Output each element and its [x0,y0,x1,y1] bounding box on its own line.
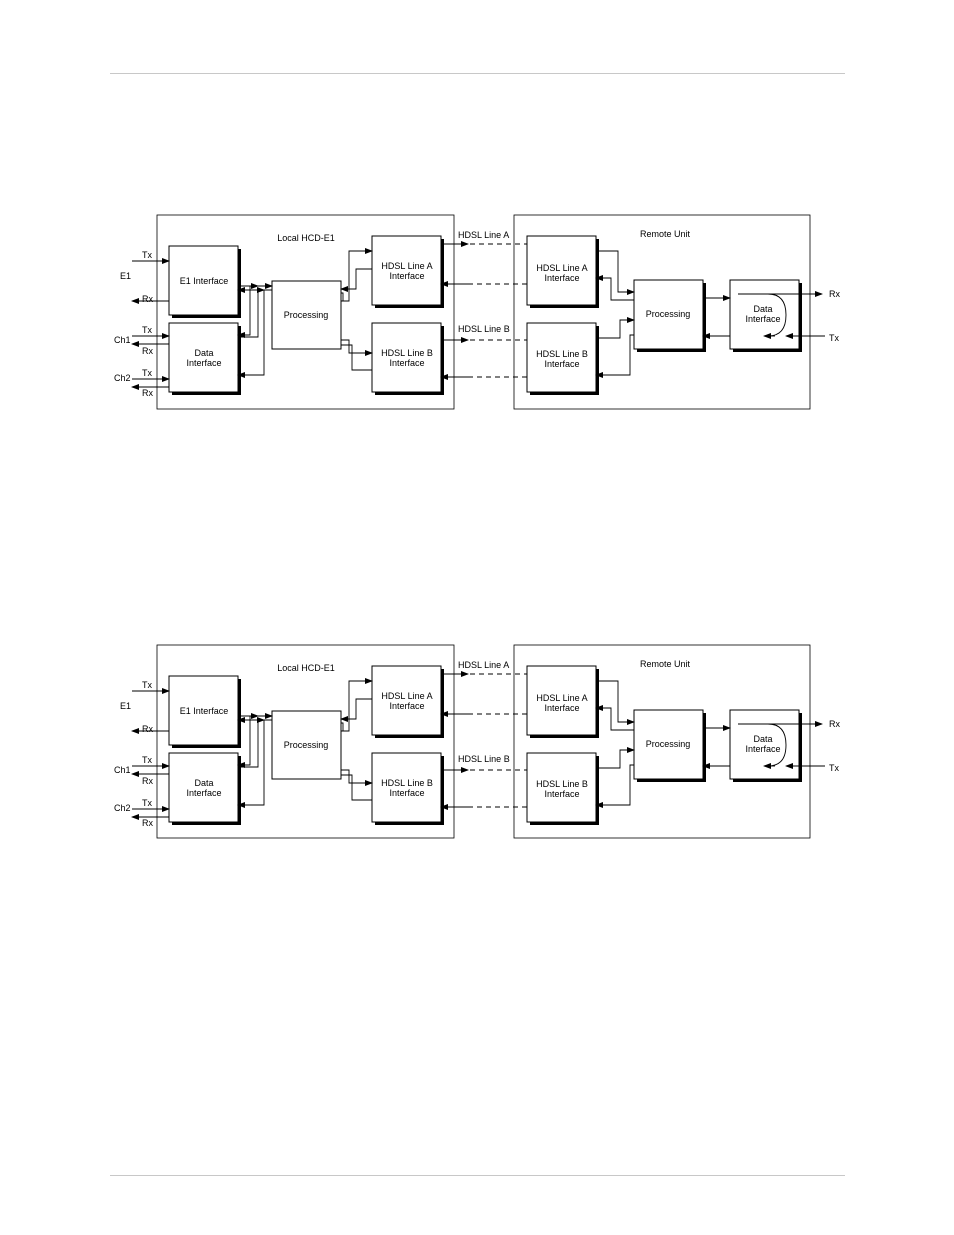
e1-interface-block: E1 Interface [168,675,241,748]
remote-hdsl-a-label-line2: Interface [544,703,579,713]
local-hdsl-b-label-line1: HDSL Line B [381,348,433,358]
e1-interface-block: E1 Interface [168,245,241,318]
ch1-port-label: Ch1 [114,765,131,775]
loopback-diagram-2: Local HCD-E1 Remote Unit E1 Interface Da… [114,644,840,839]
remote-data-interface-label-line1: Data [753,304,772,314]
ch1-tx-label: Tx [142,755,152,765]
local-internal-wiring [237,678,373,808]
ch1-port-label: Ch1 [114,335,131,345]
remote-hdsl-b-label-line1: HDSL Line B [536,349,588,359]
ch2-port-label: Ch2 [114,803,131,813]
remote-hdsl-b-label-line2: Interface [544,789,579,799]
local-unit-title: Local HCD-E1 [277,663,335,673]
remote-data-interface-block: Data Interface [729,279,802,352]
data-interface-label-line2: Interface [186,788,221,798]
e1-rx-label: Rx [142,294,153,304]
hdsl-line-a-label: HDSL Line A [458,660,509,670]
ch2-port-label: Ch2 [114,373,131,383]
local-hdsl-b-label-line2: Interface [389,358,424,368]
remote-tx-label: Tx [829,333,839,343]
remote-tx-label: Tx [829,763,839,773]
remote-data-interface-label-line2: Interface [745,314,780,324]
e1-interface-label: E1 Interface [180,706,229,716]
hdsl-line-b-label: HDSL Line B [458,324,510,334]
data-interface-label-line2: Interface [186,358,221,368]
e1-port-label: E1 [120,701,131,711]
remote-hdsl-a-block: HDSL Line A Interface [526,235,599,308]
remote-unit-title: Remote Unit [640,659,691,669]
data-interface-label-line1: Data [194,348,213,358]
loopback-diagram-1: Local HCD-E1 Remote Unit E1 Interface Da… [114,214,840,410]
remote-unit-title: Remote Unit [640,229,691,239]
local-unit-title: Local HCD-E1 [277,233,335,243]
local-processing-label: Processing [284,740,329,750]
remote-loopback-path [738,291,825,339]
remote-hdsl-b-block: HDSL Line B Interface [526,322,599,395]
remote-data-interface-block: Data Interface [729,709,802,782]
remote-loopback-path [738,721,825,769]
local-hdsl-a-label-line2: Interface [389,701,424,711]
footer-rule [110,1175,845,1176]
local-hdsl-b-block: HDSL Line B Interface [371,752,444,825]
data-interface-block: Data Interface [168,752,241,825]
local-hdsl-a-label-line1: HDSL Line A [381,261,432,271]
remote-processing-block: Processing [633,279,706,352]
remote-processing-label: Processing [646,739,691,749]
local-hdsl-b-block: HDSL Line B Interface [371,322,444,395]
local-processing-block: Processing [271,710,342,780]
ch1-rx-label: Rx [142,776,153,786]
remote-unit-frame [513,644,811,839]
local-unit-frame [156,644,455,839]
local-hdsl-a-block: HDSL Line A Interface [371,235,444,308]
remote-hdsl-b-label-line2: Interface [544,359,579,369]
e1-tx-label: Tx [142,250,152,260]
local-hdsl-a-label-line1: HDSL Line A [381,691,432,701]
local-hdsl-a-label-line2: Interface [389,271,424,281]
local-processing-block: Processing [271,280,342,350]
remote-rx-label: Rx [829,289,840,299]
remote-hdsl-a-label-line1: HDSL Line A [536,693,587,703]
local-internal-wiring [237,248,373,378]
ch2-tx-label: Tx [142,368,152,378]
e1-port-label: E1 [120,271,131,281]
remote-hdsl-a-block: HDSL Line A Interface [526,665,599,738]
remote-unit-frame [513,214,811,410]
e1-tx-label: Tx [142,680,152,690]
ch1-rx-label: Rx [142,346,153,356]
local-hdsl-b-label-line2: Interface [389,788,424,798]
ch2-rx-label: Rx [142,818,153,828]
e1-interface-label: E1 Interface [180,276,229,286]
ch2-rx-label: Rx [142,388,153,398]
remote-hdsl-b-block: HDSL Line B Interface [526,752,599,825]
remote-internal-wiring [595,680,731,808]
local-unit-frame [156,214,455,410]
local-hdsl-a-block: HDSL Line A Interface [371,665,444,738]
remote-rx-label: Rx [829,719,840,729]
remote-data-interface-label-line1: Data [753,734,772,744]
hdsl-line-a-label: HDSL Line A [458,230,509,240]
e1-rx-label: Rx [142,724,153,734]
data-interface-block: Data Interface [168,322,241,395]
data-interface-label-line1: Data [194,778,213,788]
local-processing-label: Processing [284,310,329,320]
header-rule [110,73,845,74]
local-hdsl-b-label-line1: HDSL Line B [381,778,433,788]
hdsl-line-b-label: HDSL Line B [458,754,510,764]
ch2-tx-label: Tx [142,798,152,808]
remote-processing-label: Processing [646,309,691,319]
remote-data-interface-label-line2: Interface [745,744,780,754]
remote-processing-block: Processing [633,709,706,782]
remote-hdsl-b-label-line1: HDSL Line B [536,779,588,789]
remote-internal-wiring [595,250,731,378]
remote-hdsl-a-label-line1: HDSL Line A [536,263,587,273]
ch1-tx-label: Tx [142,325,152,335]
remote-hdsl-a-label-line2: Interface [544,273,579,283]
